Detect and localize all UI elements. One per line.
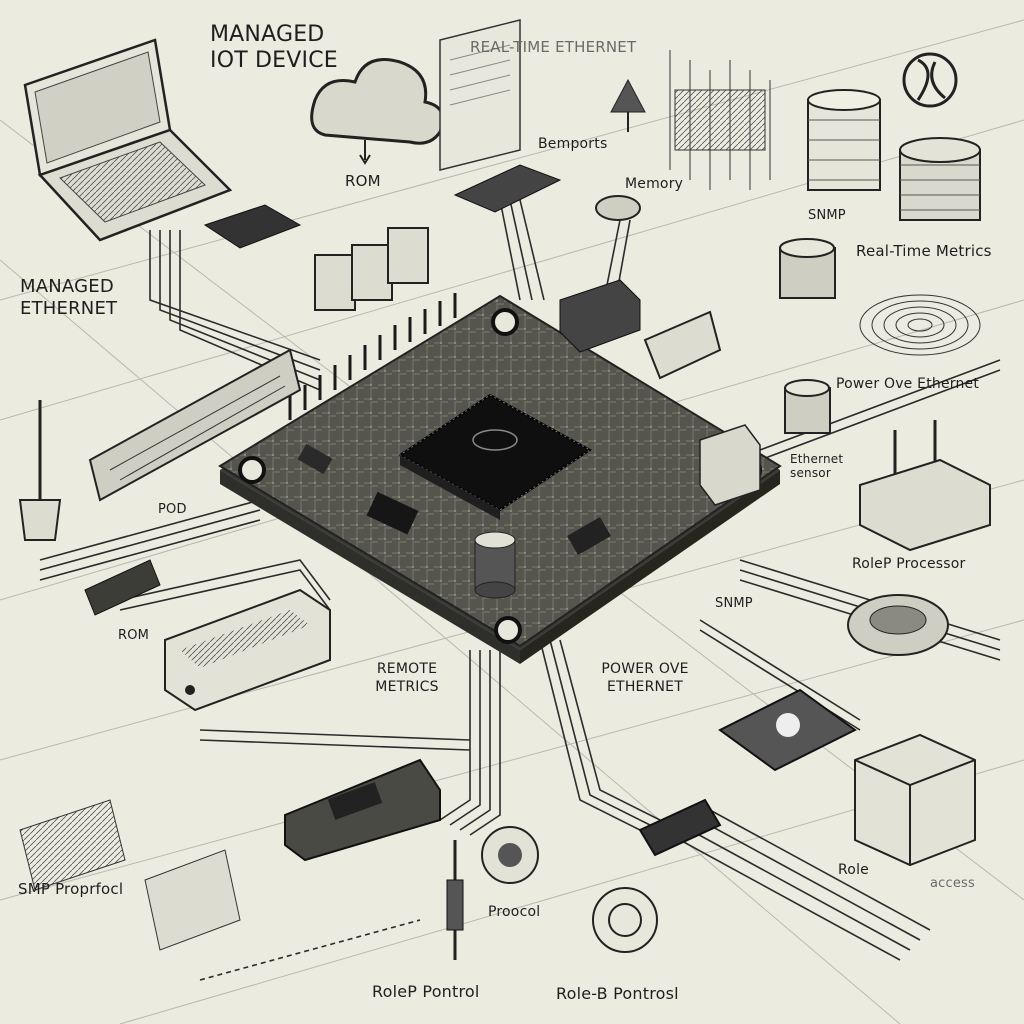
ribbon-connector-icon <box>88 348 302 502</box>
label-role: Role <box>838 862 869 878</box>
router-icon <box>164 588 331 712</box>
key-lock-icon <box>902 52 958 108</box>
label-managed-ethernet: MANAGED ETHERNET <box>20 276 118 319</box>
disc-device-icon <box>847 594 949 656</box>
memory-chip-icon <box>203 164 641 311</box>
label-rolep-processor: RoleP Processor <box>852 556 966 572</box>
label-managed-iot-device: MANAGED IOT DEVICE <box>210 22 338 73</box>
label-memory: Memory <box>625 176 684 192</box>
antenna-icon <box>18 400 62 541</box>
label-snmp-protocol: SMP Proprfocl <box>18 880 124 898</box>
wifi-router-icon <box>859 420 991 552</box>
label-real-time-metrics: Real-Time Metrics <box>856 242 992 260</box>
main-circuit-board <box>218 293 782 664</box>
label-protocol: Proocol <box>488 904 541 920</box>
protocol-panel <box>19 799 241 951</box>
header-pins <box>288 293 457 420</box>
label-roleb-control: Role-B Pontrosl <box>556 984 679 1003</box>
label-bemports: Bemports <box>538 136 608 152</box>
label-remote-metrics: REMOTE METRICS <box>375 661 439 695</box>
sensor-cylinder-icon <box>779 238 836 434</box>
network-switch-icon <box>638 798 722 857</box>
label-power-over-ethernet-right: Power Ove Ethernet <box>836 376 980 392</box>
microcontroller-icon <box>398 393 592 520</box>
label-rom-left: ROM <box>118 628 150 643</box>
connector-plug-icon <box>84 559 161 616</box>
label-real-time-ethernet: REAL-TIME ETHERNET <box>470 38 637 56</box>
chip-module-icon <box>718 688 857 772</box>
bottom-device-icon <box>284 758 441 862</box>
cloud-icon <box>310 58 445 165</box>
probe-icon <box>446 840 464 960</box>
label-ethernet-sensor: Ethernet sensor <box>790 452 844 480</box>
network-module-icon <box>559 279 722 380</box>
label-power-over-ethernet-mid: POWER OVE ETHERNET <box>601 661 689 695</box>
coil-disc-icon <box>859 294 981 356</box>
label-pod: POD <box>158 502 187 517</box>
label-rom-top: ROM <box>345 172 381 190</box>
lamp-icon <box>610 78 646 132</box>
laptop-icon <box>23 38 233 242</box>
server-rack-icon <box>669 50 771 190</box>
storage-cube-icon <box>854 733 976 867</box>
label-access: access <box>930 876 976 891</box>
label-snmp-top: SNMP <box>808 208 846 223</box>
label-rolep-control: RoleP Pontrol <box>372 982 480 1001</box>
label-snmp-mid: SNMP <box>715 596 753 611</box>
gauge-icon <box>481 826 658 953</box>
document-panel <box>439 19 521 171</box>
server-stack-icon <box>807 89 981 221</box>
capacitor <box>474 531 516 599</box>
